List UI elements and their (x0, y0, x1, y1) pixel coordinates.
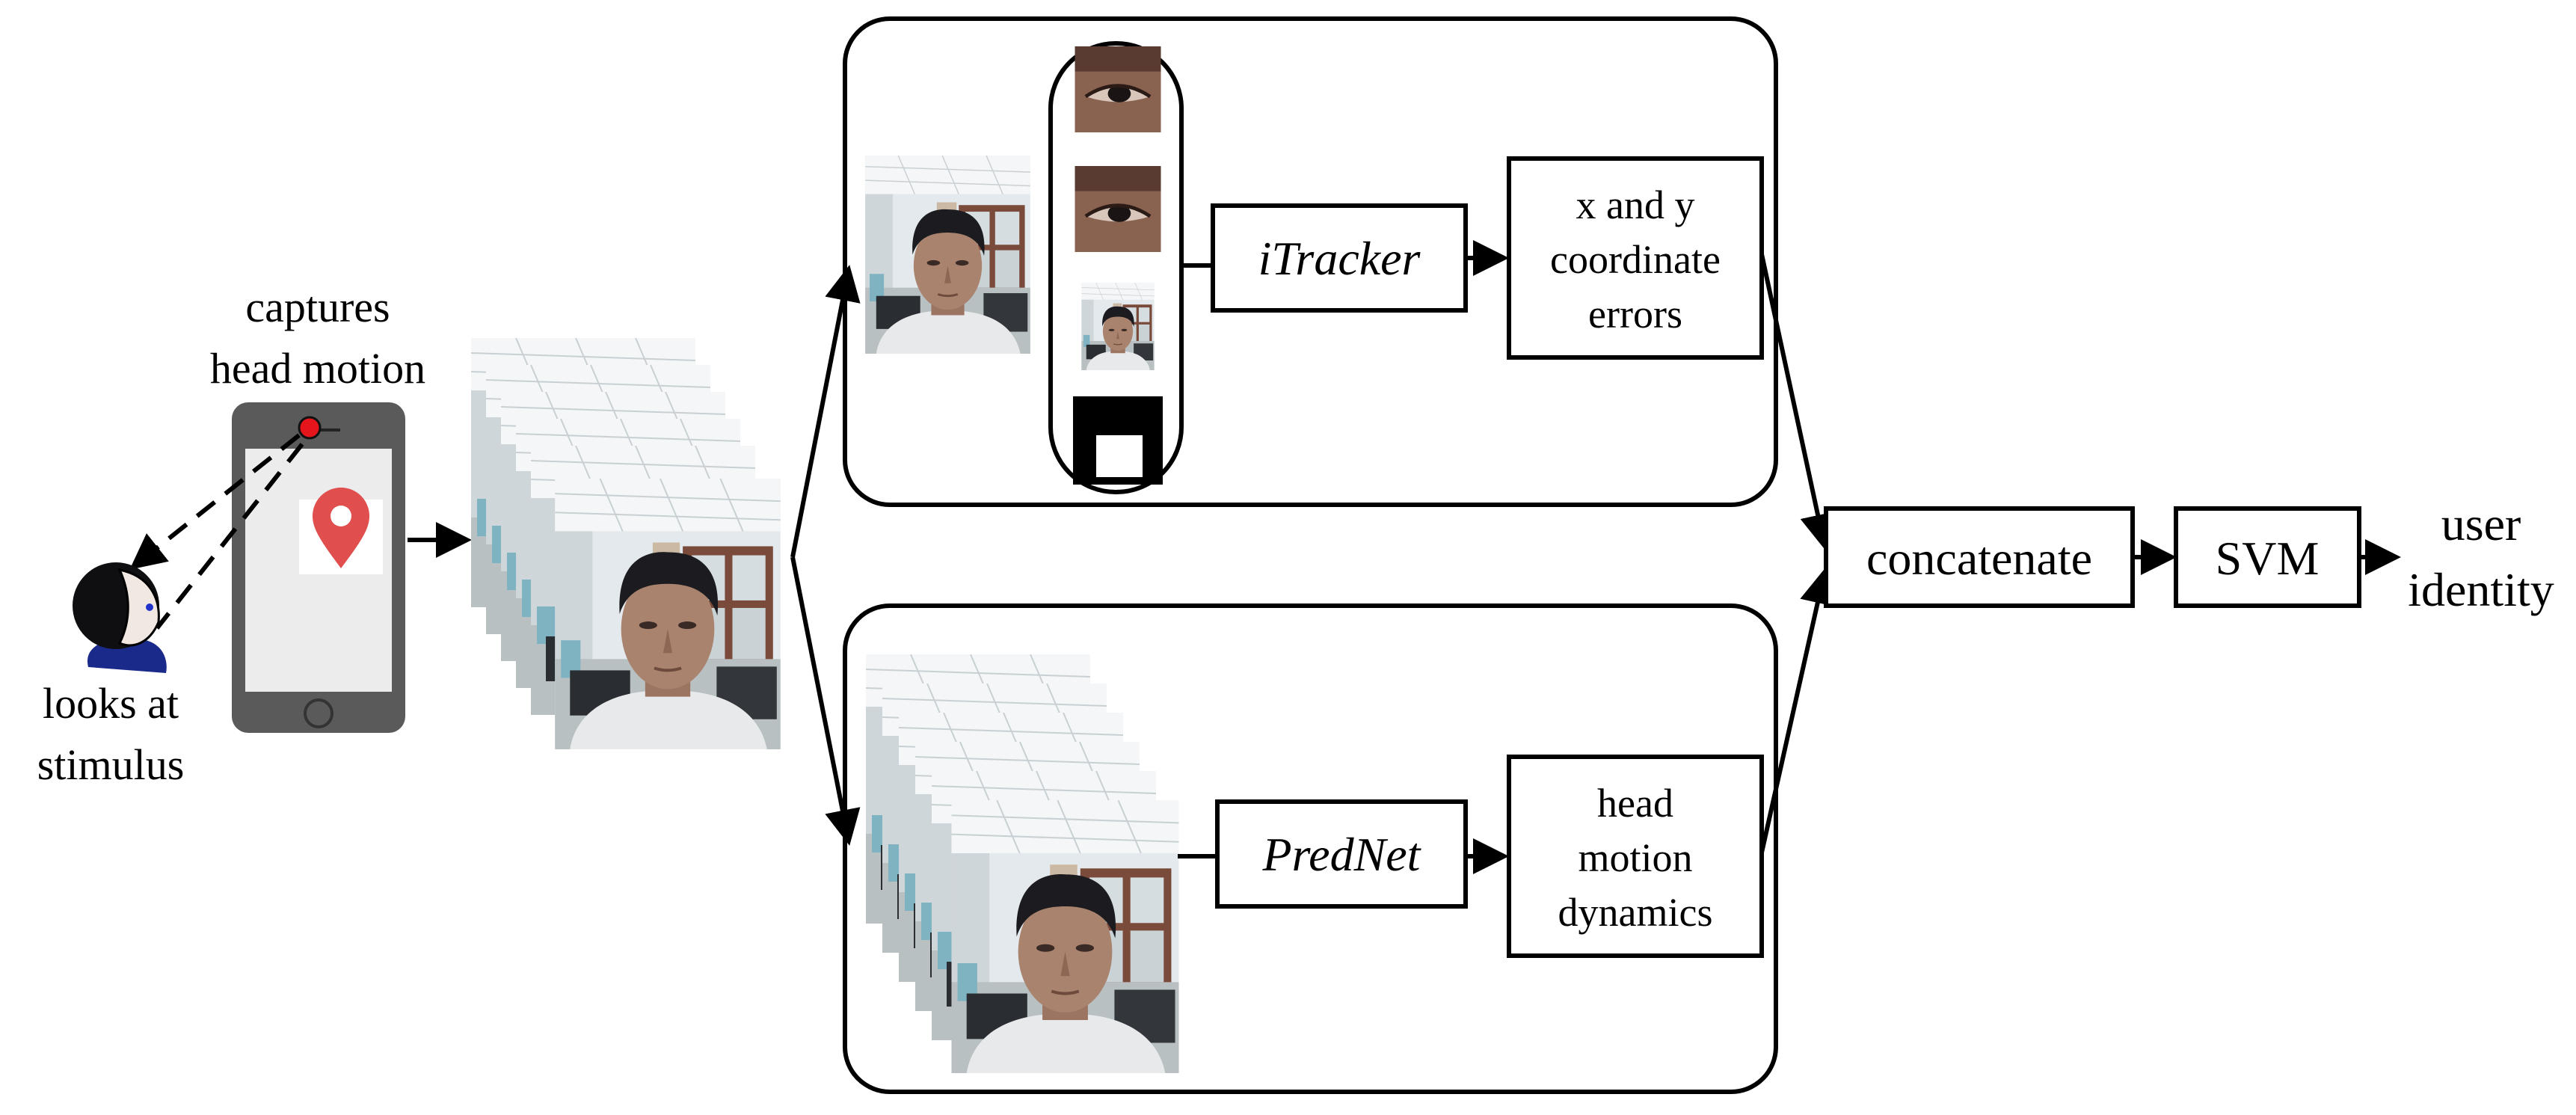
merge-arrows (1759, 254, 1836, 853)
head-motion-line2: motion (1578, 835, 1692, 880)
itracker-label: iTracker (1258, 232, 1421, 285)
svm-box (2174, 506, 2361, 608)
fusion-stage: concatenate SVM user identity (1824, 497, 2554, 616)
captures-label-line2: head motion (210, 344, 425, 393)
user-with-phone: captures head motion looks at stimul (37, 283, 425, 789)
user-identity-line1: user (2441, 497, 2521, 550)
top-branch-panel: iTracker x and y coordinate errors (843, 16, 1778, 507)
gaze-lines (129, 433, 304, 630)
head-motion-box (1507, 755, 1764, 958)
right-eye-crop (1075, 166, 1161, 252)
video-frame-stack (471, 338, 781, 749)
coordinate-errors-line1: x and y (1576, 182, 1695, 227)
coordinate-errors-line2: coordinate (1550, 237, 1721, 282)
bottom-frame-stack (866, 654, 1179, 1073)
coordinate-errors-line3: errors (1588, 292, 1682, 337)
prednet-label: PredNet (1262, 828, 1422, 881)
head-motion-line1: head (1597, 781, 1673, 826)
looks-label-line2: stimulus (37, 740, 185, 789)
face-photo-input (865, 156, 1030, 354)
itracker-box (1211, 203, 1468, 313)
coordinate-errors-box (1507, 156, 1764, 360)
user-identity-line2: identity (2408, 563, 2554, 616)
captures-label-line1: captures (245, 283, 390, 331)
smartphone-icon (232, 402, 405, 733)
concatenate-box (1824, 506, 2135, 608)
concatenate-label: concatenate (1866, 532, 2092, 585)
looks-label-line1: looks at (43, 679, 179, 728)
camera-icon (298, 416, 322, 440)
face-crop (1081, 283, 1155, 370)
person-icon (73, 562, 167, 673)
face-grid-mask (1073, 396, 1163, 485)
head-motion-line3: dynamics (1558, 890, 1713, 935)
home-button-icon (304, 698, 333, 728)
location-pin-icon (299, 488, 383, 574)
prednet-box (1215, 799, 1468, 909)
left-eye-crop (1075, 46, 1161, 132)
svm-label: SVM (2216, 532, 2320, 585)
split-arrows (790, 265, 861, 846)
bottom-branch-panel: PredNet head motion dynamics (843, 603, 1778, 1094)
